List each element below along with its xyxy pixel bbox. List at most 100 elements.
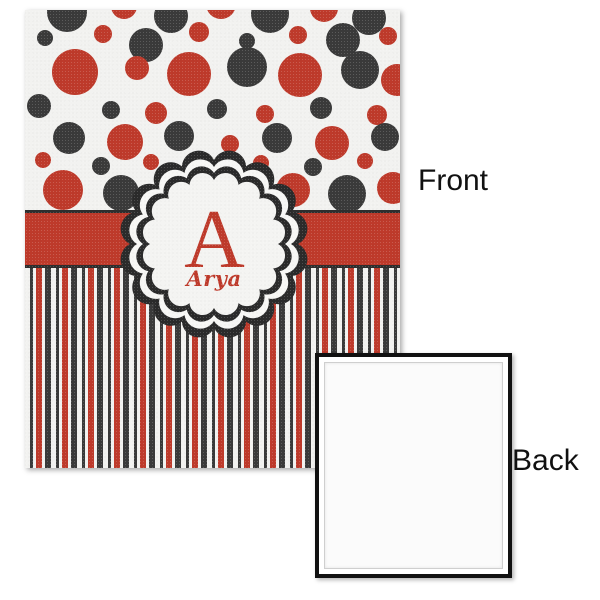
back-view-label: Back bbox=[512, 444, 579, 477]
polka-dot bbox=[145, 102, 167, 124]
vertical-stripe bbox=[224, 268, 227, 468]
vertical-stripe bbox=[82, 268, 85, 468]
polka-dot bbox=[53, 122, 85, 154]
vertical-stripe bbox=[140, 268, 146, 468]
polka-dot bbox=[189, 22, 209, 42]
back-product-panel[interactable] bbox=[315, 353, 512, 578]
polka-dot bbox=[52, 49, 98, 95]
vertical-stripe bbox=[250, 268, 253, 468]
vertical-stripe bbox=[36, 268, 42, 468]
vertical-stripe bbox=[155, 268, 160, 468]
polka-dot bbox=[278, 53, 322, 97]
polka-dot bbox=[379, 27, 397, 45]
vertical-stripe bbox=[59, 268, 62, 468]
vertical-stripe bbox=[192, 268, 198, 468]
vertical-stripe bbox=[120, 268, 123, 468]
polka-dot bbox=[43, 170, 83, 210]
vertical-stripe bbox=[149, 268, 155, 468]
monogram-letter: A bbox=[184, 192, 245, 286]
vertical-stripe bbox=[181, 268, 186, 468]
front-view-label: Front bbox=[418, 164, 489, 197]
polka-dot bbox=[37, 30, 53, 46]
polka-dot bbox=[94, 25, 112, 43]
polka-dot bbox=[289, 26, 307, 44]
back-panel-surface bbox=[324, 362, 503, 569]
vertical-stripe bbox=[45, 268, 51, 468]
vertical-stripe bbox=[207, 268, 212, 468]
medallion-text-group: A Arya bbox=[128, 158, 300, 330]
vertical-stripe bbox=[285, 268, 290, 468]
vertical-stripe bbox=[218, 268, 224, 468]
vertical-stripe bbox=[85, 268, 88, 468]
vertical-stripe bbox=[175, 268, 181, 468]
polka-dot bbox=[47, 10, 87, 32]
vertical-stripe bbox=[146, 268, 149, 468]
polka-dot bbox=[143, 154, 159, 170]
polka-dot bbox=[154, 10, 188, 33]
polka-dot bbox=[304, 158, 322, 176]
vertical-stripe bbox=[311, 268, 316, 468]
vertical-stripe bbox=[71, 268, 77, 468]
vertical-stripe bbox=[279, 268, 285, 468]
vertical-stripe bbox=[111, 268, 114, 468]
vertical-stripe bbox=[68, 268, 71, 468]
vertical-stripe bbox=[270, 268, 276, 468]
vertical-stripe bbox=[241, 268, 244, 468]
polka-dot bbox=[125, 56, 149, 80]
vertical-stripe bbox=[25, 268, 30, 468]
vertical-stripe bbox=[189, 268, 192, 468]
vertical-stripe bbox=[172, 268, 175, 468]
vertical-stripe bbox=[293, 268, 296, 468]
vertical-stripe bbox=[163, 268, 166, 468]
polka-dot bbox=[341, 51, 379, 89]
vertical-stripe bbox=[94, 268, 97, 468]
vertical-stripe bbox=[97, 268, 103, 468]
polka-dot bbox=[221, 135, 239, 153]
vertical-stripe bbox=[114, 268, 120, 468]
polka-dot bbox=[315, 126, 349, 160]
vertical-stripe bbox=[88, 268, 94, 468]
polka-dot bbox=[328, 175, 366, 210]
polka-dot bbox=[227, 47, 267, 87]
polka-dot bbox=[102, 101, 120, 119]
vertical-stripe bbox=[108, 268, 111, 468]
polka-dot bbox=[111, 10, 137, 19]
polka-dot bbox=[35, 152, 51, 168]
vertical-stripe bbox=[160, 268, 163, 468]
polka-dot bbox=[357, 153, 373, 169]
vertical-stripe bbox=[56, 268, 59, 468]
vertical-stripe bbox=[134, 268, 137, 468]
vertical-stripe bbox=[302, 268, 305, 468]
polka-dot bbox=[310, 10, 338, 22]
polka-dot bbox=[371, 123, 399, 151]
vertical-stripe bbox=[201, 268, 207, 468]
polka-dot bbox=[251, 10, 289, 33]
vertical-stripe bbox=[233, 268, 238, 468]
polka-dot bbox=[256, 105, 274, 123]
vertical-stripe bbox=[259, 268, 264, 468]
scallop-center-face bbox=[142, 172, 286, 316]
vertical-stripe bbox=[33, 268, 36, 468]
vertical-stripe bbox=[244, 268, 250, 468]
polka-dot bbox=[381, 64, 400, 96]
polka-dot bbox=[206, 10, 236, 19]
vertical-stripe bbox=[62, 268, 68, 468]
vertical-stripe bbox=[267, 268, 270, 468]
vertical-stripe bbox=[253, 268, 259, 468]
vertical-stripe bbox=[51, 268, 56, 468]
vertical-stripe bbox=[186, 268, 189, 468]
polka-dot bbox=[167, 52, 211, 96]
polka-dot bbox=[262, 123, 292, 153]
polka-dot bbox=[27, 94, 51, 118]
polka-dot bbox=[107, 124, 143, 160]
personalized-name: Arya bbox=[186, 266, 242, 292]
vertical-stripe bbox=[198, 268, 201, 468]
vertical-stripe bbox=[290, 268, 293, 468]
polka-dot bbox=[207, 99, 227, 119]
vertical-stripe bbox=[137, 268, 140, 468]
vertical-stripe bbox=[103, 268, 108, 468]
vertical-stripe bbox=[305, 268, 311, 468]
polka-dot bbox=[377, 172, 400, 204]
vertical-stripe bbox=[238, 268, 241, 468]
